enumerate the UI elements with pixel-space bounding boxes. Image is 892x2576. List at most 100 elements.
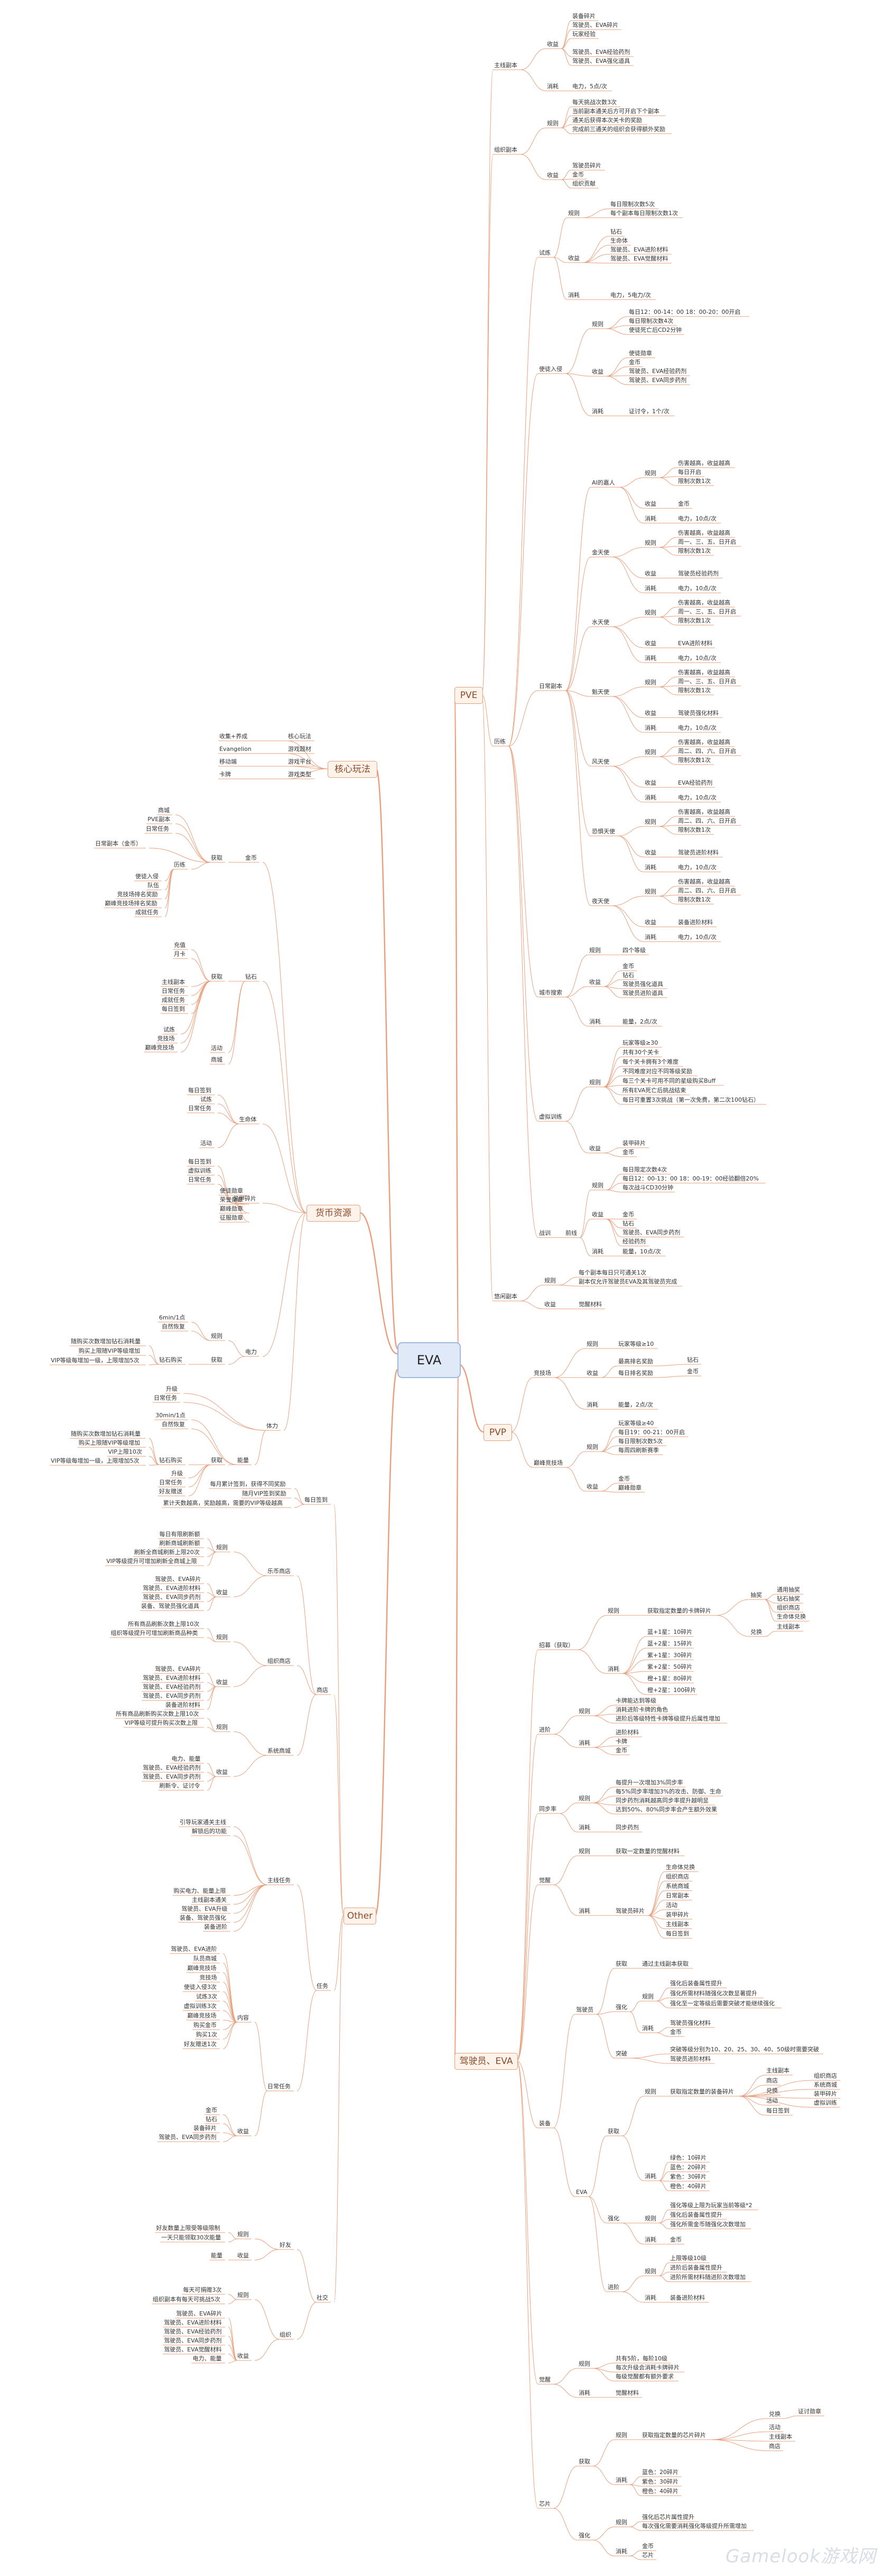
connector (553, 217, 568, 258)
connector (207, 1596, 217, 1611)
connector (233, 1755, 268, 1777)
get-label: 获取 (616, 1960, 627, 1967)
core-item-name: Evangelion (219, 746, 252, 752)
leaf-node: 钻石抽奖 (777, 1595, 800, 1602)
connector (254, 2238, 280, 2250)
connector (481, 694, 494, 747)
connector (516, 1734, 538, 2061)
connector (148, 1355, 160, 1365)
leaf-node: 伤害越高，收益越高 (678, 460, 730, 467)
connector (175, 833, 211, 863)
connector (629, 2555, 642, 2560)
pvp-arena: 竞技场 (534, 1370, 551, 1377)
leaf-node: 钻石 (622, 972, 634, 979)
pve-sim: 虚拟训练 (539, 1113, 562, 1120)
connector (739, 2085, 766, 2097)
connector (516, 2060, 538, 2385)
connector (603, 986, 622, 998)
branch-core[interactable]: 核心玩法 (328, 761, 377, 778)
connector (600, 1491, 618, 1493)
leaf-node: 伤害越高，收益越高 (678, 529, 730, 536)
connector (217, 1112, 239, 1124)
connector (283, 1212, 307, 1431)
connector (561, 48, 572, 66)
branch-pve[interactable]: PVE (454, 687, 483, 704)
task-daily: 日常任务 (267, 2083, 291, 2090)
leaf-node: 驾驶员、EVA同步药剂 (622, 1229, 681, 1236)
leaf-node: 活动 (211, 1045, 222, 1052)
leaf-node: 伤害越高，收益越高 (678, 808, 730, 815)
connector (286, 766, 328, 769)
branch-currency[interactable]: 货币资源 (306, 1205, 360, 1222)
leaf-node: 消耗进阶卡牌的角色 (616, 1706, 668, 1713)
rule-label: 规则 (547, 120, 559, 127)
rule-label: 规则 (579, 1708, 590, 1715)
connector (516, 1813, 538, 2061)
cost-label: 消耗 (589, 1018, 601, 1025)
cost-label: 消耗 (645, 2236, 656, 2243)
leaf-node: 组织贡献 (572, 180, 596, 187)
connector (222, 2114, 238, 2136)
connector (565, 1086, 589, 1122)
leaf-node: 上限等级10级 (670, 2255, 707, 2262)
get-label: 获取 (211, 973, 222, 980)
leaf-node: 兑换 (769, 2411, 780, 2417)
leaf-node: 紫色：30碎片 (670, 2173, 707, 2180)
connector (262, 1212, 307, 1357)
leaf-node: 驾驶员强化材料 (678, 710, 719, 717)
leaf-node: 共有5阶，每阶10级 (616, 2355, 667, 2362)
connector (374, 1369, 398, 1917)
connector (233, 1835, 268, 1885)
connector (711, 2431, 768, 2440)
core-item-value: 游戏类型 (288, 771, 311, 778)
connector (621, 1673, 647, 1695)
leaf-node: 购买电力、能量上限 (173, 1887, 226, 1894)
leaf-node: 金币 (622, 1211, 634, 1218)
rule-label: 规则 (579, 1848, 590, 1855)
branch-pvp[interactable]: PVP (484, 1424, 512, 1441)
connector (656, 2001, 670, 2008)
connector (711, 2439, 768, 2442)
leaf-node: 限制次数1次 (678, 547, 711, 554)
connector (565, 954, 589, 998)
connector (711, 2439, 768, 2451)
branch-other[interactable]: Other (343, 1908, 376, 1924)
root-node[interactable]: EVA (397, 1342, 461, 1378)
connector (148, 1438, 160, 1465)
cost-label: 消耗 (645, 515, 656, 522)
connector (612, 905, 644, 942)
connector (233, 1641, 268, 1666)
connector (520, 1300, 544, 1309)
leaf-node: 自然恢复 (162, 1323, 185, 1330)
connector (565, 373, 591, 416)
connector (191, 1322, 211, 1341)
gain-label: 收益 (645, 849, 656, 856)
leaf-node: 使徒死亡后CD2分钟 (629, 327, 682, 333)
connector (175, 814, 211, 863)
leaf-node: 驾驶员、EVA进阶材料 (164, 2319, 222, 2326)
leaf-node: 虚拟训练3次 (183, 2003, 217, 2010)
cost-label: 消耗 (616, 2548, 627, 2555)
leaf-node: 橙+2星：100碎片 (647, 1687, 696, 1694)
other-task: 任务 (317, 1983, 328, 1989)
connector (561, 20, 572, 49)
connector (254, 2339, 280, 2361)
connector (222, 2135, 238, 2142)
gain-label: 收益 (237, 2352, 249, 2359)
leaf-node: 证讨勋章 (798, 2408, 821, 2415)
pve-hero-stage: 组织副本 (494, 146, 517, 153)
gain-label: 收益 (645, 710, 656, 717)
connector (566, 1467, 586, 1492)
connector (559, 1802, 578, 1814)
connector (579, 1189, 591, 1238)
connector (648, 1915, 665, 1939)
leaf-node: 驾驶员进阶道具 (622, 990, 663, 997)
daily-sub: 恐惧天使 (592, 828, 615, 835)
connector (228, 2345, 238, 2361)
connector (592, 2526, 615, 2541)
leaf-node: 驾驶员、EVA进阶 (171, 1946, 217, 1952)
leaf-node: 共有30个关卡 (622, 1049, 659, 1056)
leaf-node: 副本仅允许驾驶员EVA及其驾驶员完成 (579, 1278, 677, 1285)
branch-pilot[interactable]: 驾驶员、EVA (454, 2053, 518, 2070)
